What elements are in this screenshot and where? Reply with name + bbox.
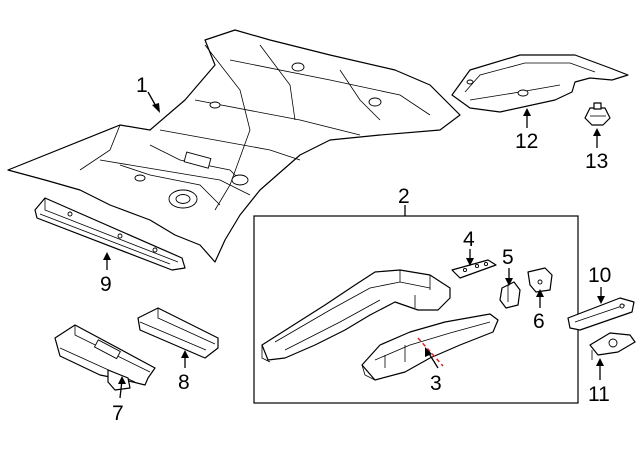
bracket-part-11 — [589, 332, 636, 360]
callout-2: 2 — [398, 185, 410, 208]
callout-6: 6 — [533, 310, 545, 333]
callout-4: 4 — [463, 228, 475, 251]
cross-member-part-8 — [137, 307, 219, 359]
part-group-frame — [253, 215, 579, 404]
callout-8: 8 — [178, 371, 190, 394]
reinforcement-part-10 — [567, 297, 635, 331]
cut-line — [417, 337, 444, 367]
bracket-part-6 — [527, 267, 553, 293]
callout-5: 5 — [502, 246, 514, 269]
side-rail-part — [261, 269, 451, 363]
clip-fastener-part — [584, 102, 611, 126]
leader-lines — [103, 91, 605, 399]
callout-10: 10 — [588, 264, 611, 287]
callout-3: 3 — [430, 372, 442, 395]
callout-9: 9 — [100, 273, 112, 296]
callout-11: 11 — [588, 383, 610, 406]
callout-1: 1 — [136, 74, 148, 97]
cross-member-part-9 — [34, 197, 186, 271]
floor-pan-part — [7, 29, 461, 263]
cross-member-part-7 — [54, 324, 156, 391]
bracket-part-5 — [499, 281, 521, 309]
heat-shield-part — [451, 54, 629, 113]
rear-rail-part — [361, 313, 499, 381]
callout-7: 7 — [112, 402, 124, 425]
bracket-plate-part-4 — [451, 259, 497, 279]
callout-13: 13 — [585, 150, 608, 173]
callout-12: 12 — [515, 130, 538, 153]
